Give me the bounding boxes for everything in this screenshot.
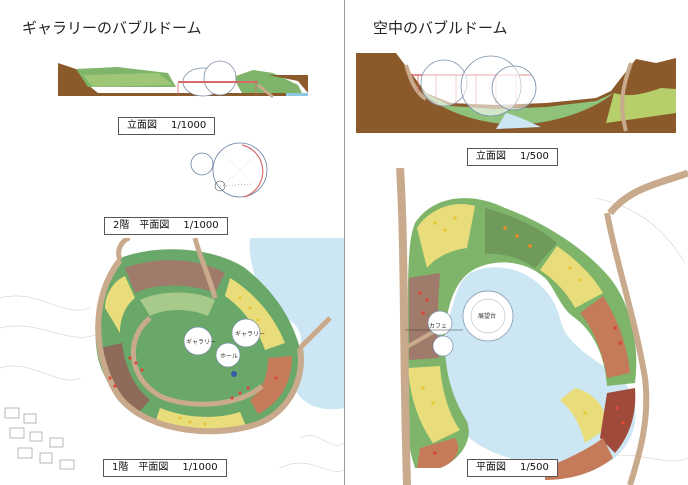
right-elevation-caption-name: 立面図: [476, 151, 506, 162]
right-plan-caption-scale: 1/500: [520, 462, 549, 473]
cafe-label: カフェ: [429, 323, 447, 330]
skydome-plan: カフェ 展望台: [396, 168, 688, 485]
skydome-elevation-drawing: [356, 53, 676, 133]
observatory-label: 展望台: [478, 312, 496, 320]
left-floor2-caption-name: 2階 平面図: [113, 220, 170, 231]
center-divider: [344, 0, 345, 485]
left-floor1-caption-name: 1階 平面図: [112, 462, 169, 473]
right-elevation-caption-scale: 1/500: [520, 151, 549, 162]
right-elevation-caption: 立面図 1/500: [467, 148, 558, 166]
gallery-elevation-drawing: [58, 60, 308, 105]
left-floor2-caption: 2階 平面図 1/1000: [104, 217, 228, 235]
left-elevation-caption: 立面図 1/1000: [118, 117, 216, 135]
left-floor2-caption-scale: 1/1000: [183, 220, 219, 231]
left-elevation-caption-scale: 1/1000: [171, 120, 207, 131]
left-floor1-caption: 1階 平面図 1/1000: [103, 459, 227, 477]
right-section-title: 空中のバブルドーム: [373, 19, 508, 37]
right-plan-caption: 平面図 1/500: [467, 459, 558, 477]
left-section-title: ギャラリーのバブルドーム: [22, 19, 202, 37]
gallery-right-label: ギャラリー: [235, 331, 265, 338]
left-floor1-caption-scale: 1/1000: [182, 462, 218, 473]
gallery-floor2-plan: [190, 142, 268, 198]
hall-label: ホール: [220, 353, 238, 360]
right-plan-caption-name: 平面図: [476, 462, 506, 473]
left-elevation-caption-name: 立面図: [127, 120, 157, 131]
gallery-left-label: ギャラリー: [186, 339, 216, 346]
gallery-floor1-plan: ギャラリー ギャラリー ホール: [0, 238, 344, 472]
